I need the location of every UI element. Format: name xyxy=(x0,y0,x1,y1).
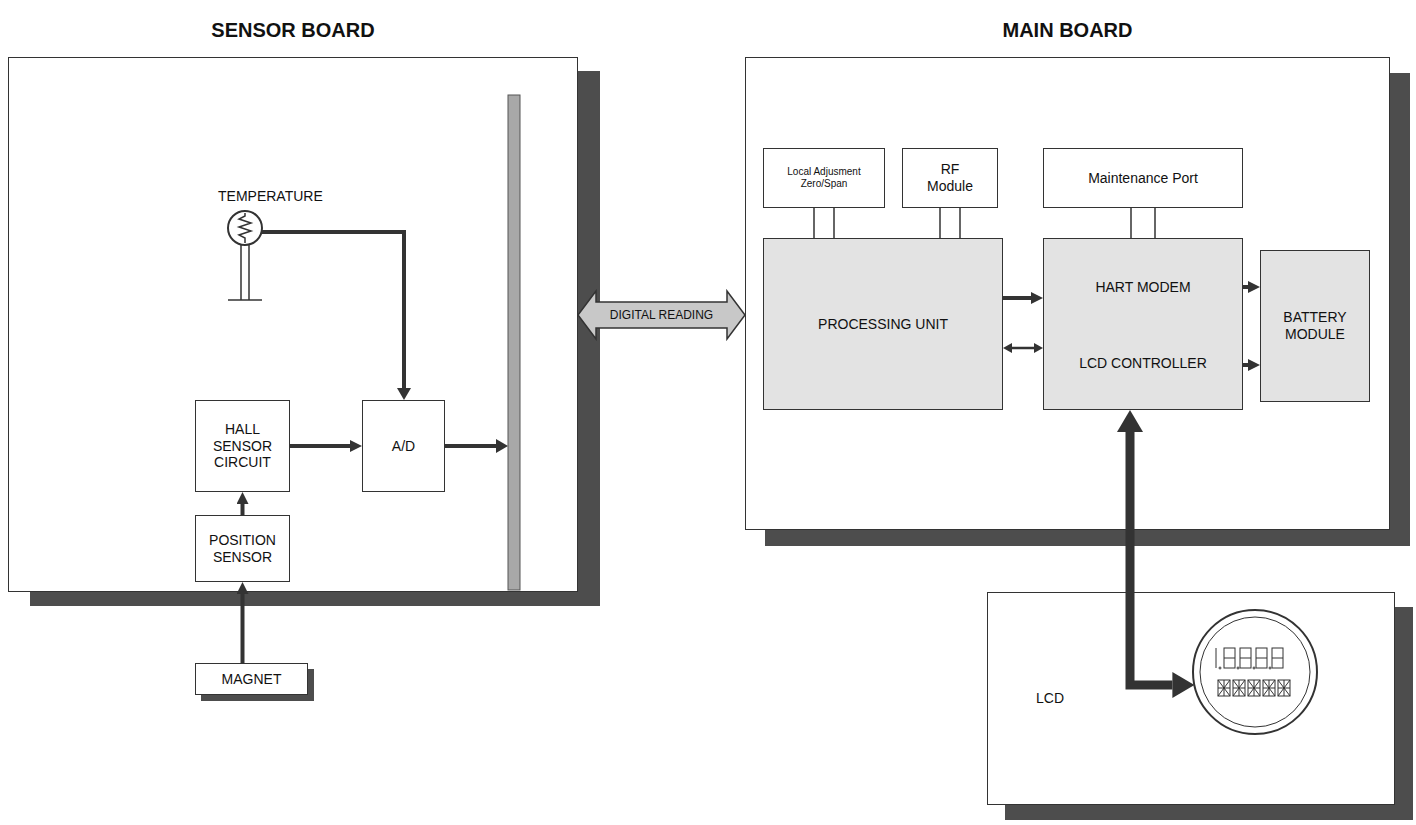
signal-connector xyxy=(242,594,243,663)
signal-connector xyxy=(1003,298,1031,299)
drop-shadow xyxy=(195,663,314,701)
segment-digits xyxy=(1216,648,1290,696)
board-title: MAIN BOARD xyxy=(746,18,1389,42)
block-label: MAGNET xyxy=(222,671,282,688)
port-link xyxy=(813,208,815,238)
signal-connector xyxy=(578,291,745,339)
drop-shadow xyxy=(745,57,1410,546)
signal-connector xyxy=(242,504,243,515)
port-link xyxy=(939,208,941,238)
block-label: LCD xyxy=(1036,690,1064,707)
block-label: HALL SENSOR CIRCUIT xyxy=(202,421,283,471)
port-link xyxy=(833,208,835,238)
drop-shadow xyxy=(8,57,600,606)
block-label: BATTERY MODULE xyxy=(1267,309,1363,343)
block-label: POSITION SENSOR xyxy=(202,532,283,566)
connector-strip xyxy=(508,95,520,590)
signal-connector xyxy=(1131,208,1155,238)
signal-arrow xyxy=(1243,285,1248,289)
block-label: Local Adjusment Zero/Span xyxy=(774,166,874,190)
display-panel: LCD xyxy=(987,592,1395,805)
lcd-display-symbol xyxy=(1193,610,1317,734)
process-box: HART MODEM LCD CONTROLLER xyxy=(1043,238,1243,410)
block-label: PROCESSING UNIT xyxy=(818,316,948,333)
signal-connector xyxy=(814,208,834,238)
sensor-label: TEMPERATURE xyxy=(218,188,323,205)
magnet-box: MAGNET xyxy=(195,663,308,695)
board-panel: SENSOR BOARDHALL SENSOR CIRCUITA/DPOSITI… xyxy=(8,57,578,592)
signal-arrow xyxy=(1130,432,1172,685)
block-label: Maintenance Port xyxy=(1088,170,1198,187)
block-label: RF Module xyxy=(921,161,979,195)
drop-shadow xyxy=(987,592,1413,820)
block-label: A/D xyxy=(392,438,415,455)
port-link xyxy=(959,208,961,238)
board-ground xyxy=(195,663,308,695)
board-ground xyxy=(745,57,1390,530)
port-box: Local Adjusment Zero/Span xyxy=(763,148,885,208)
signal-arrow xyxy=(290,444,350,448)
port-box: Maintenance Port xyxy=(1043,148,1243,208)
signal-connector xyxy=(1012,348,1034,349)
connector-label: DIGITAL READING xyxy=(608,308,715,322)
signal-connector xyxy=(940,208,960,238)
port-link xyxy=(1154,208,1156,238)
adc-output-wire xyxy=(445,439,508,453)
signal-connector xyxy=(1130,432,1172,685)
bus-arrow xyxy=(578,291,745,339)
board-ground xyxy=(987,592,1395,805)
signal-arrow xyxy=(1243,363,1248,367)
board-panel: MAIN BOARDLocal Adjusment Zero/SpanRF Mo… xyxy=(745,57,1390,530)
signal-connector xyxy=(1243,365,1248,366)
process-box: BATTERY MODULE xyxy=(1260,250,1370,402)
block-label: LCD CONTROLLER xyxy=(1079,355,1207,372)
thermistor-symbol xyxy=(228,211,262,300)
board-title: SENSOR BOARD xyxy=(9,18,577,42)
board-ground xyxy=(8,57,578,592)
process-box: A/D xyxy=(362,400,445,492)
block-label: HART MODEM xyxy=(1095,279,1190,296)
signal-arrow xyxy=(1003,296,1031,300)
temperature-wire xyxy=(262,232,411,400)
port-link xyxy=(1130,208,1132,238)
signal-arrow xyxy=(241,594,245,663)
process-box: PROCESSING UNIT xyxy=(763,238,1003,410)
signal-connector xyxy=(290,446,350,447)
board-shadows xyxy=(8,57,1413,820)
process-box: POSITION SENSOR xyxy=(195,515,290,582)
process-box: HALL SENSOR CIRCUIT xyxy=(195,400,290,492)
port-box: RF Module xyxy=(902,148,998,208)
signal-arrow xyxy=(1012,347,1034,350)
signal-connector xyxy=(1243,287,1248,288)
signal-arrow xyxy=(241,504,245,515)
